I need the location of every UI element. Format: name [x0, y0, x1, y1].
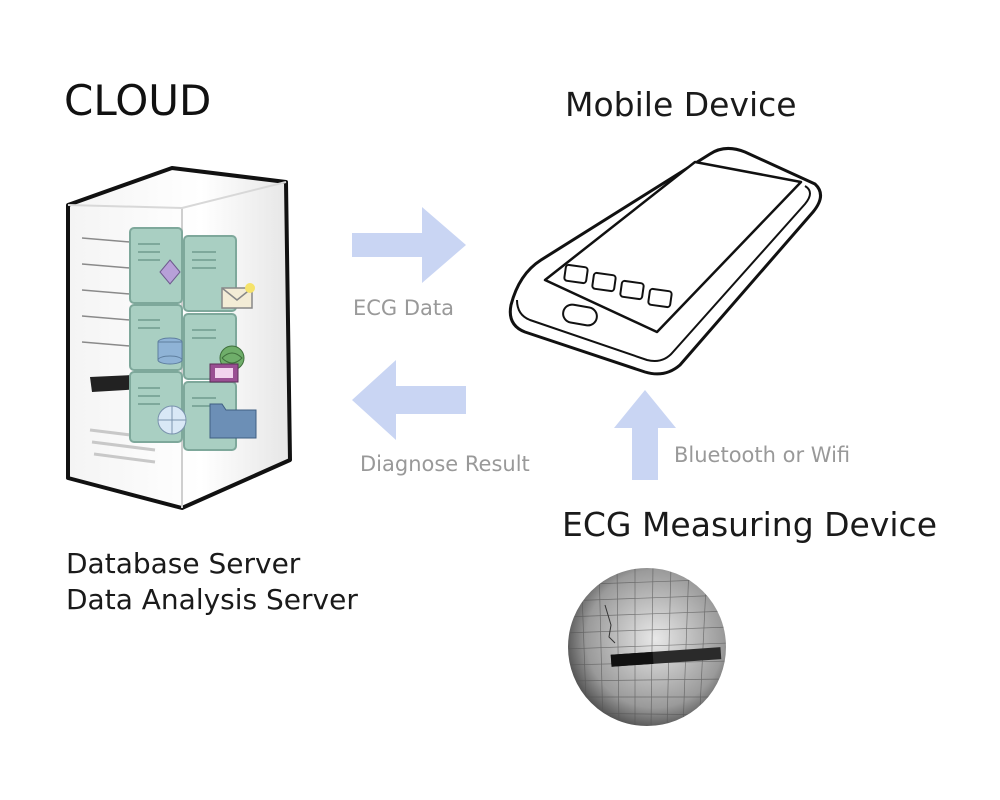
database-icon [157, 337, 183, 365]
folder-icon [209, 403, 257, 439]
ecg-data-label: ECG Data [353, 296, 455, 320]
diagnose-result-arrow-icon [352, 360, 466, 440]
data-analysis-server-label: Data Analysis Server [66, 583, 358, 616]
mobile-device-title: Mobile Device [565, 85, 797, 124]
envelope-icon [221, 283, 255, 309]
mobile-phone-icon [508, 147, 822, 376]
ecg-device-photo [566, 566, 728, 728]
database-server-label: Database Server [66, 547, 301, 580]
ecg-device-title: ECG Measuring Device [562, 505, 938, 544]
cloud-title: CLOUD [64, 76, 212, 125]
diamond-icon [159, 259, 181, 285]
bluetooth-wifi-label: Bluetooth or Wifi [674, 443, 851, 467]
photo-icon [209, 363, 239, 383]
globe-icon-small [157, 405, 187, 435]
diagnose-result-label: Diagnose Result [360, 452, 530, 476]
bluetooth-wifi-arrow-icon [614, 390, 676, 480]
ecg-data-arrow-icon [352, 207, 466, 283]
server-illustration [66, 166, 292, 510]
